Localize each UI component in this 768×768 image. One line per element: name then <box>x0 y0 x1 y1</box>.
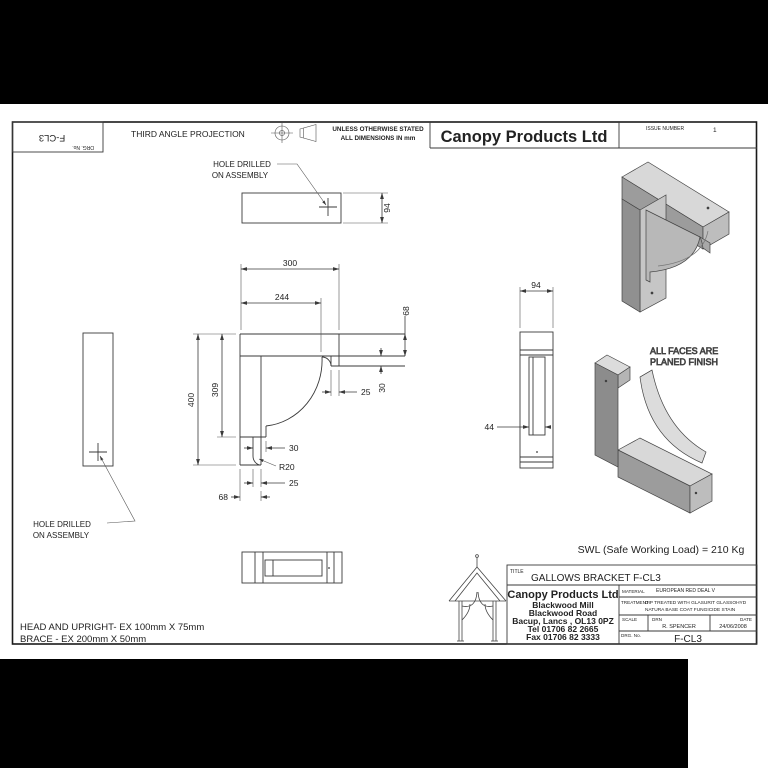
stock-note-1: HEAD AND UPRIGHT- EX 100mm X 75mm <box>20 622 204 633</box>
isometric-view-bottom: ALL FACES ARE PLANED FINISH <box>594 346 719 514</box>
dim-overall-height: 400 <box>186 393 196 407</box>
dim-side-depth: 94 <box>531 280 541 290</box>
projection-label: THIRD ANGLE PROJECTION <box>131 129 245 139</box>
header-row: F-CL3 DRG. No. THIRD ANGLE PROJECTION UN… <box>12 121 757 153</box>
sheet-border <box>11 121 758 645</box>
dim-upright-width: 68 <box>219 492 229 502</box>
dim-notch-radius: R20 <box>279 462 295 472</box>
issue-number-value: 1 <box>713 127 717 134</box>
title-value: GALLOWS BRACKET F-CL3 <box>531 573 661 584</box>
title-label: TITLE <box>510 569 524 575</box>
tb-address2: Blackwood Road <box>529 608 597 618</box>
dim-head-height: 68 <box>401 306 411 316</box>
dim-brace-top-width: 25 <box>361 387 371 397</box>
tb-tel: Tel 01706 82 2665 <box>528 624 599 634</box>
dims-note-line1: UNLESS OTHERWISE STATED <box>332 126 424 133</box>
issue-number-label: ISSUE NUMBER <box>646 126 684 132</box>
dim-head-to-brace: 244 <box>275 292 289 302</box>
drn-label: DRN <box>652 617 662 622</box>
top-black-band <box>0 0 768 104</box>
title-block: TITLE GALLOWS BRACKET F-CL3 Canopy Produ… <box>506 564 758 645</box>
treatment-value-2: NATURA BASE COAT FUNGICIDE STAIN <box>645 607 736 613</box>
treatment-value-1: DIP TREATED WITH GLASURIT GLASSOHYD <box>645 600 747 606</box>
planed-finish-note-2: PLANED FINISH <box>650 357 718 367</box>
dim-notch-width: 25 <box>289 478 299 488</box>
tb-fax: Fax 01706 82 3333 <box>526 632 600 642</box>
planed-finish-note-1: ALL FACES ARE <box>650 346 718 356</box>
drg-value: F-CL3 <box>674 634 702 645</box>
drn-value: R. SPENCER <box>662 624 696 630</box>
scale-label: SCALE <box>622 617 637 622</box>
bottom-view <box>241 551 343 584</box>
date-value: 24/06/2008 <box>719 624 747 630</box>
top-view: 94 HOLE DRILLED ON ASSEMBLY <box>212 160 392 224</box>
stock-note-2: BRACE - EX 200mm X 50mm <box>20 634 146 645</box>
hole-note-left-1: HOLE DRILLED <box>33 520 91 529</box>
dim-brace-thickness: 44 <box>485 422 495 432</box>
hole-note-left-2: ON ASSEMBLY <box>33 531 90 540</box>
left-side-view: HOLE DRILLED ON ASSEMBLY <box>33 332 136 540</box>
hole-note-top-1: HOLE DRILLED <box>213 160 271 169</box>
dim-top-depth: 94 <box>382 203 392 213</box>
dim-brace-top-projection: 30 <box>377 383 387 393</box>
projection-symbol-icon <box>271 123 317 143</box>
tb-company: Canopy Products Ltd <box>507 589 618 601</box>
bottom-black-band <box>0 659 688 768</box>
dim-head-length: 300 <box>283 258 297 268</box>
hole-note-top-2: ON ASSEMBLY <box>212 171 269 180</box>
date-label: DATE <box>740 617 752 622</box>
drg-number-box <box>12 121 104 153</box>
right-side-view: 94 44 <box>485 280 554 469</box>
dims-note-line2: ALL DIMENSIONS IN mm <box>341 135 416 142</box>
front-view: 300 244 68 30 25 400 309 30 R20 <box>186 258 411 502</box>
material-value: EUROPEAN RED DEAL V <box>656 588 716 594</box>
tb-address1: Blackwood Mill <box>532 600 593 610</box>
company-header: Canopy Products Ltd <box>441 128 608 146</box>
isometric-view-top <box>621 161 730 313</box>
tb-address3: Bacup, Lancs , OL13 0PZ <box>512 616 614 626</box>
drg-no-value-rotated: F-CL3 <box>39 132 65 143</box>
dim-brace-bottom-projection: 30 <box>289 443 299 453</box>
treatment-label: TREATMENT <box>621 600 649 605</box>
drg-label: DRG. No. <box>621 633 641 638</box>
material-label: MATERIAL <box>622 589 645 594</box>
drg-no-label-rotated: DRG. No. <box>72 144 94 150</box>
swl-note: SWL (Safe Working Load) = 210 Kg <box>578 544 745 556</box>
canopy-logo <box>448 554 507 642</box>
dim-upright-inner: 309 <box>210 383 220 397</box>
